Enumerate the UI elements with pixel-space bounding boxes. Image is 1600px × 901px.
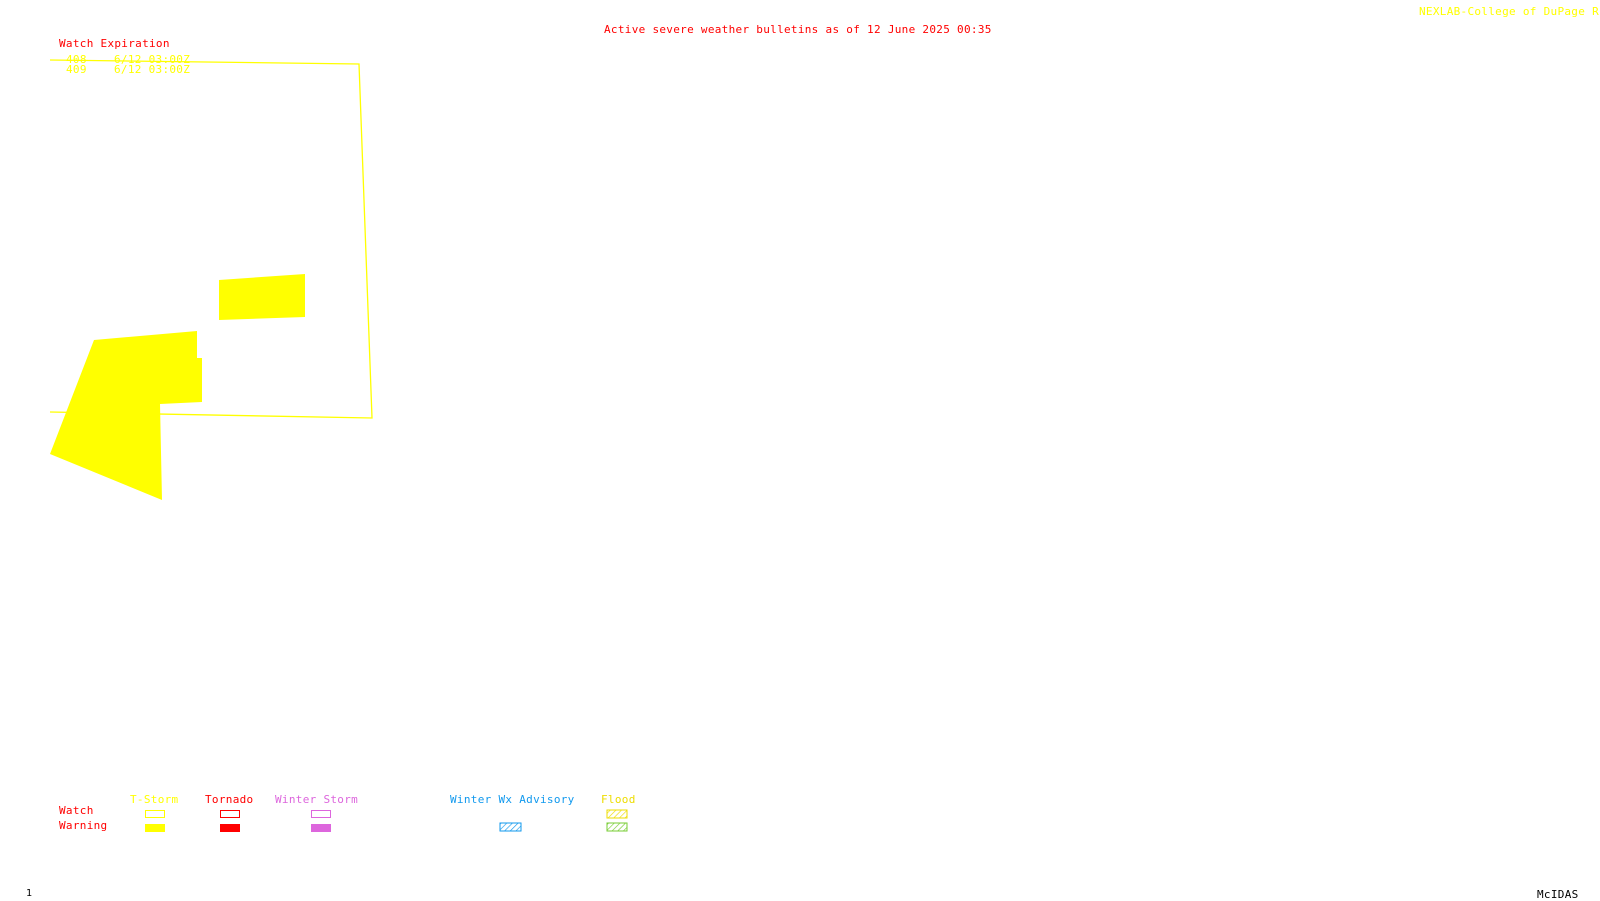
winter-advisory-legend-swatch (499, 822, 522, 832)
legend-winter-advisory-label: Winter Wx Advisory (450, 793, 575, 806)
tstorm-warning-polygon (50, 331, 202, 500)
tstorm-watch-legend-swatch (145, 810, 165, 818)
watch-entry-expires: 6/12 03:00Z (114, 63, 191, 76)
frame-number: 1 (26, 888, 33, 899)
flood-warning-legend-swatch (606, 822, 628, 832)
winter-storm-watch-legend-swatch (311, 810, 331, 818)
tstorm-warning-polygon (219, 274, 305, 320)
legend-watch-label: Watch (59, 804, 94, 817)
winter-storm-warning-legend-swatch (311, 824, 331, 832)
bulletin-title: Active severe weather bulletins as of 12… (604, 23, 992, 36)
legend-tornado-label: Tornado (205, 793, 254, 806)
watch-outline (49, 59, 373, 419)
credit-label: NEXLAB-College of DuPage R (1419, 5, 1599, 18)
tstorm-warning-legend-swatch (145, 824, 165, 832)
legend-tstorm-label: T-Storm (130, 793, 179, 806)
watch-entry-expires: 6/12 03:00Z (114, 53, 191, 66)
legend-warning-label: Warning (59, 819, 108, 832)
legend-flood-label: Flood (601, 793, 636, 806)
flood-watch-legend-swatch (606, 809, 628, 819)
watch-expiration-heading: Watch Expiration (59, 37, 170, 50)
tornado-warning-legend-swatch (220, 824, 240, 832)
watch-entry-number: 408 (66, 53, 87, 66)
tornado-watch-legend-swatch (220, 810, 240, 818)
legend-winter-storm-label: Winter Storm (275, 793, 359, 806)
watch-entry-number: 409 (66, 63, 87, 76)
software-label: McIDAS (1537, 888, 1579, 901)
